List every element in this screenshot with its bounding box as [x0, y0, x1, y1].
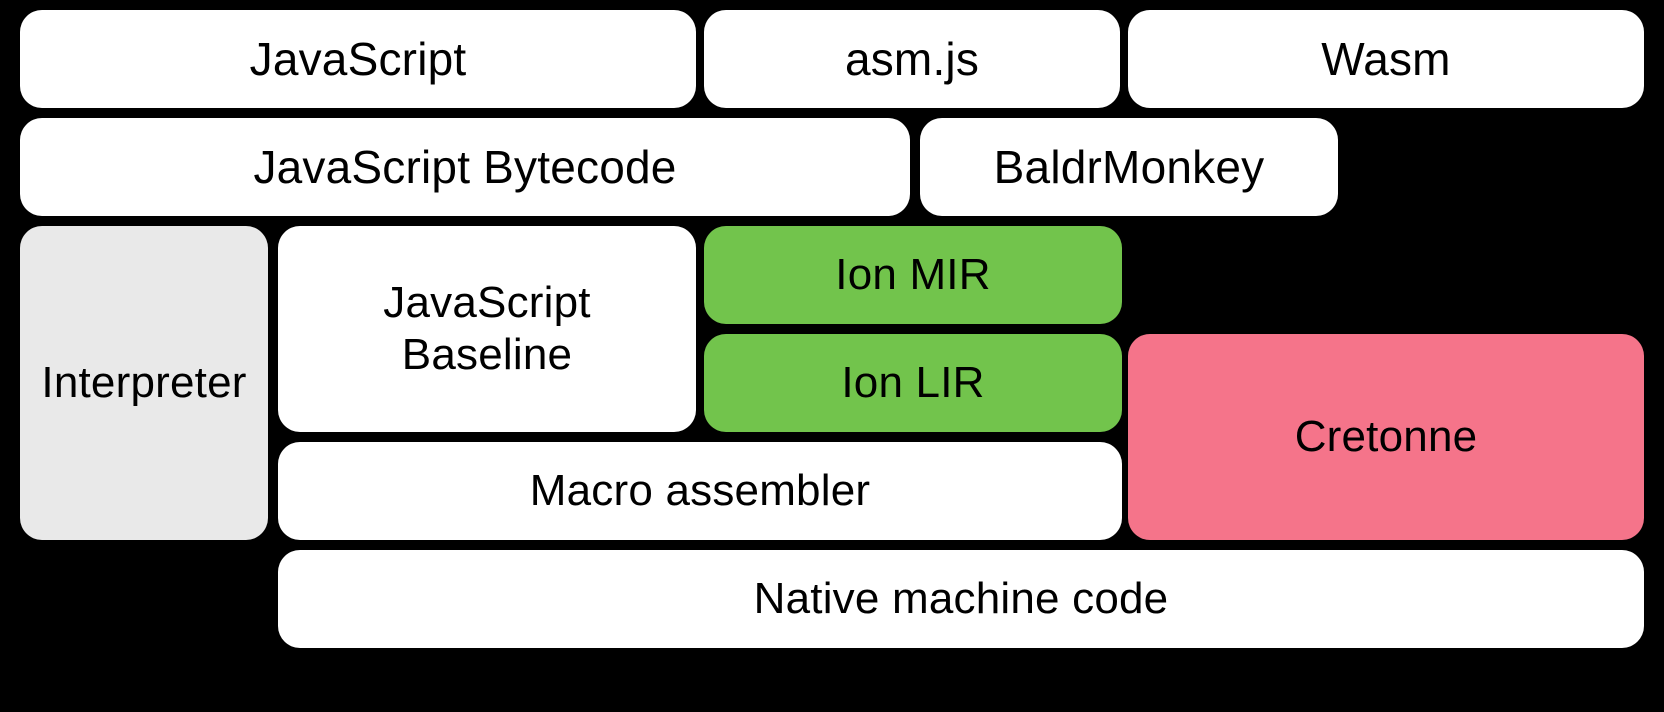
node-ion-mir[interactable]: Ion MIR	[704, 226, 1122, 324]
node-javascript-baseline[interactable]: JavaScript Baseline	[278, 226, 696, 432]
node-baldrmonkey[interactable]: BaldrMonkey	[920, 118, 1338, 216]
node-interpreter[interactable]: Interpreter	[20, 226, 268, 540]
node-wasm[interactable]: Wasm	[1128, 10, 1644, 108]
node-macro-assembler[interactable]: Macro assembler	[278, 442, 1122, 540]
node-javascript-bytecode[interactable]: JavaScript Bytecode	[20, 118, 910, 216]
node-ion-lir[interactable]: Ion LIR	[704, 334, 1122, 432]
node-cretonne[interactable]: Cretonne	[1128, 334, 1644, 540]
node-javascript[interactable]: JavaScript	[20, 10, 696, 108]
node-native-machine-code[interactable]: Native machine code	[278, 550, 1644, 648]
node-asm-js[interactable]: asm.js	[704, 10, 1120, 108]
